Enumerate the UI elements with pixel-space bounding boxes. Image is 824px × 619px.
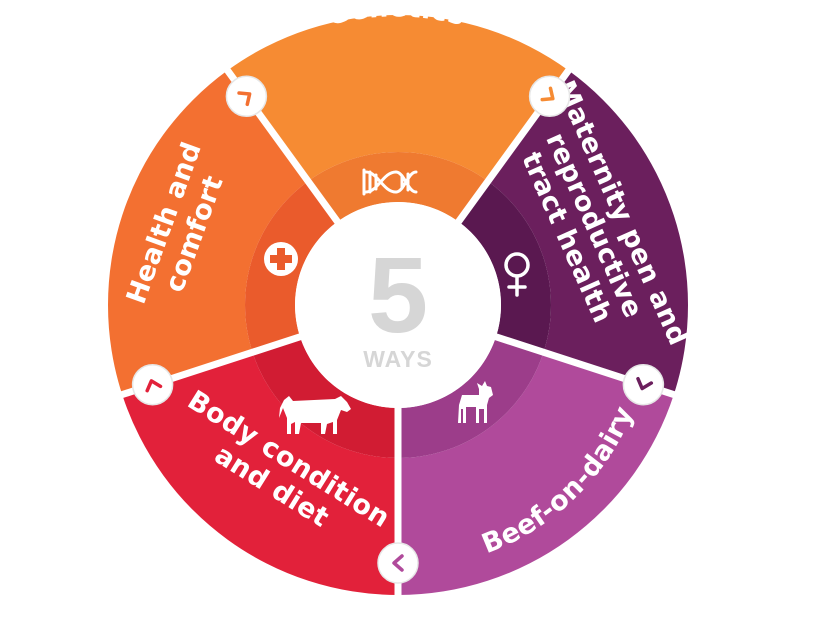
center-label: WAYS bbox=[363, 346, 433, 372]
connector-beef-to-body bbox=[377, 542, 419, 584]
connector-circle bbox=[131, 363, 174, 406]
chevron-icon bbox=[145, 379, 163, 393]
connector-circle bbox=[528, 75, 571, 118]
calf-icon bbox=[458, 381, 493, 423]
center-number: 5 bbox=[368, 234, 428, 355]
chevron-icon bbox=[237, 91, 252, 107]
medical-cross-icon bbox=[264, 242, 298, 276]
chevron-icon bbox=[636, 376, 654, 391]
segment-maternity bbox=[487, 70, 689, 395]
chevron-icon bbox=[540, 86, 555, 102]
connector-health-to-genetics bbox=[225, 75, 268, 118]
connectors-layer bbox=[131, 75, 665, 584]
dna-icon bbox=[362, 168, 418, 196]
segment-body bbox=[122, 352, 399, 595]
center-hub bbox=[295, 202, 501, 408]
connector-circle bbox=[377, 542, 419, 584]
chevron-icon bbox=[392, 554, 404, 572]
segment-body-inner-ring bbox=[252, 336, 398, 458]
cow-icon bbox=[279, 396, 351, 434]
segment-genetics bbox=[227, 15, 569, 182]
segment-beef bbox=[398, 352, 674, 595]
segment-genetics-inner-ring bbox=[308, 151, 488, 222]
connector-circle bbox=[225, 75, 268, 118]
connector-genetics-to-maternity bbox=[528, 75, 571, 118]
connector-maternity-to-beef bbox=[622, 363, 665, 406]
connector-circle bbox=[622, 363, 665, 406]
segment-health bbox=[108, 70, 309, 395]
female-symbol-icon bbox=[504, 252, 530, 297]
connector-body-to-health bbox=[131, 363, 174, 406]
